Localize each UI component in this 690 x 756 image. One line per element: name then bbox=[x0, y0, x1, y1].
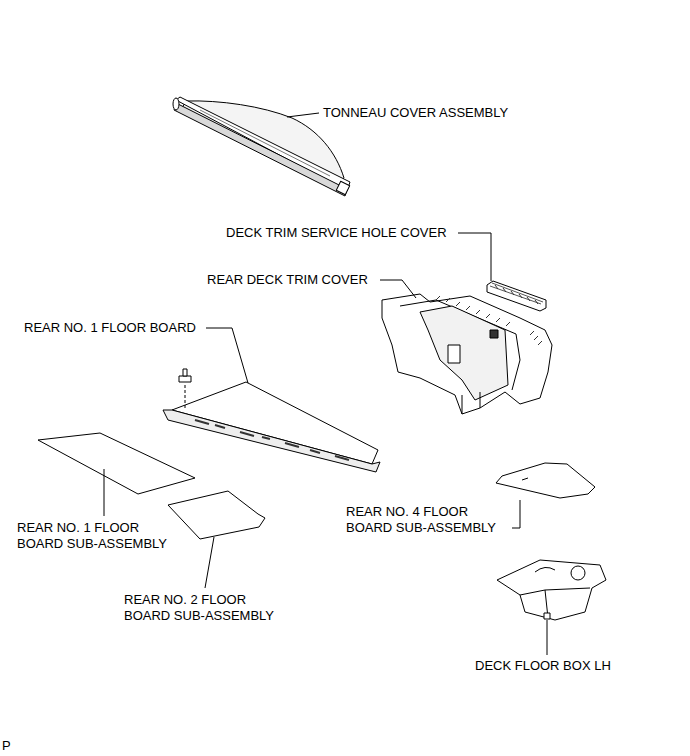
part-label: REAR NO. 2 FLOOR BOARD SUB-ASSEMBLY bbox=[124, 592, 288, 624]
part-label: REAR NO. 1 FLOOR BOARD SUB-ASSEMBLY bbox=[17, 520, 181, 552]
part-label: DECK FLOOR BOX LH bbox=[475, 658, 611, 674]
floor-board-2 bbox=[168, 491, 265, 539]
leader-lines bbox=[104, 113, 547, 655]
board-detail bbox=[522, 478, 528, 480]
floor-board-1 bbox=[38, 433, 195, 494]
part-label: REAR NO. 1 FLOOR BOARD bbox=[24, 320, 196, 336]
page-marker: P bbox=[2, 738, 11, 754]
floor-board-4 bbox=[496, 463, 595, 498]
part-label: REAR DECK TRIM COVER bbox=[207, 272, 368, 288]
part-label: DECK TRIM SERVICE HOLE COVER bbox=[226, 225, 447, 241]
rear-floor-board bbox=[163, 369, 380, 472]
deck-floor-box bbox=[497, 560, 606, 620]
part-label: REAR NO. 4 FLOOR BOARD SUB-ASSEMBLY bbox=[346, 504, 510, 536]
part-label: TONNEAU COVER ASSEMBLY bbox=[323, 105, 508, 121]
service-hole-cover bbox=[487, 281, 546, 311]
rear-deck-trim-cover bbox=[382, 294, 552, 414]
